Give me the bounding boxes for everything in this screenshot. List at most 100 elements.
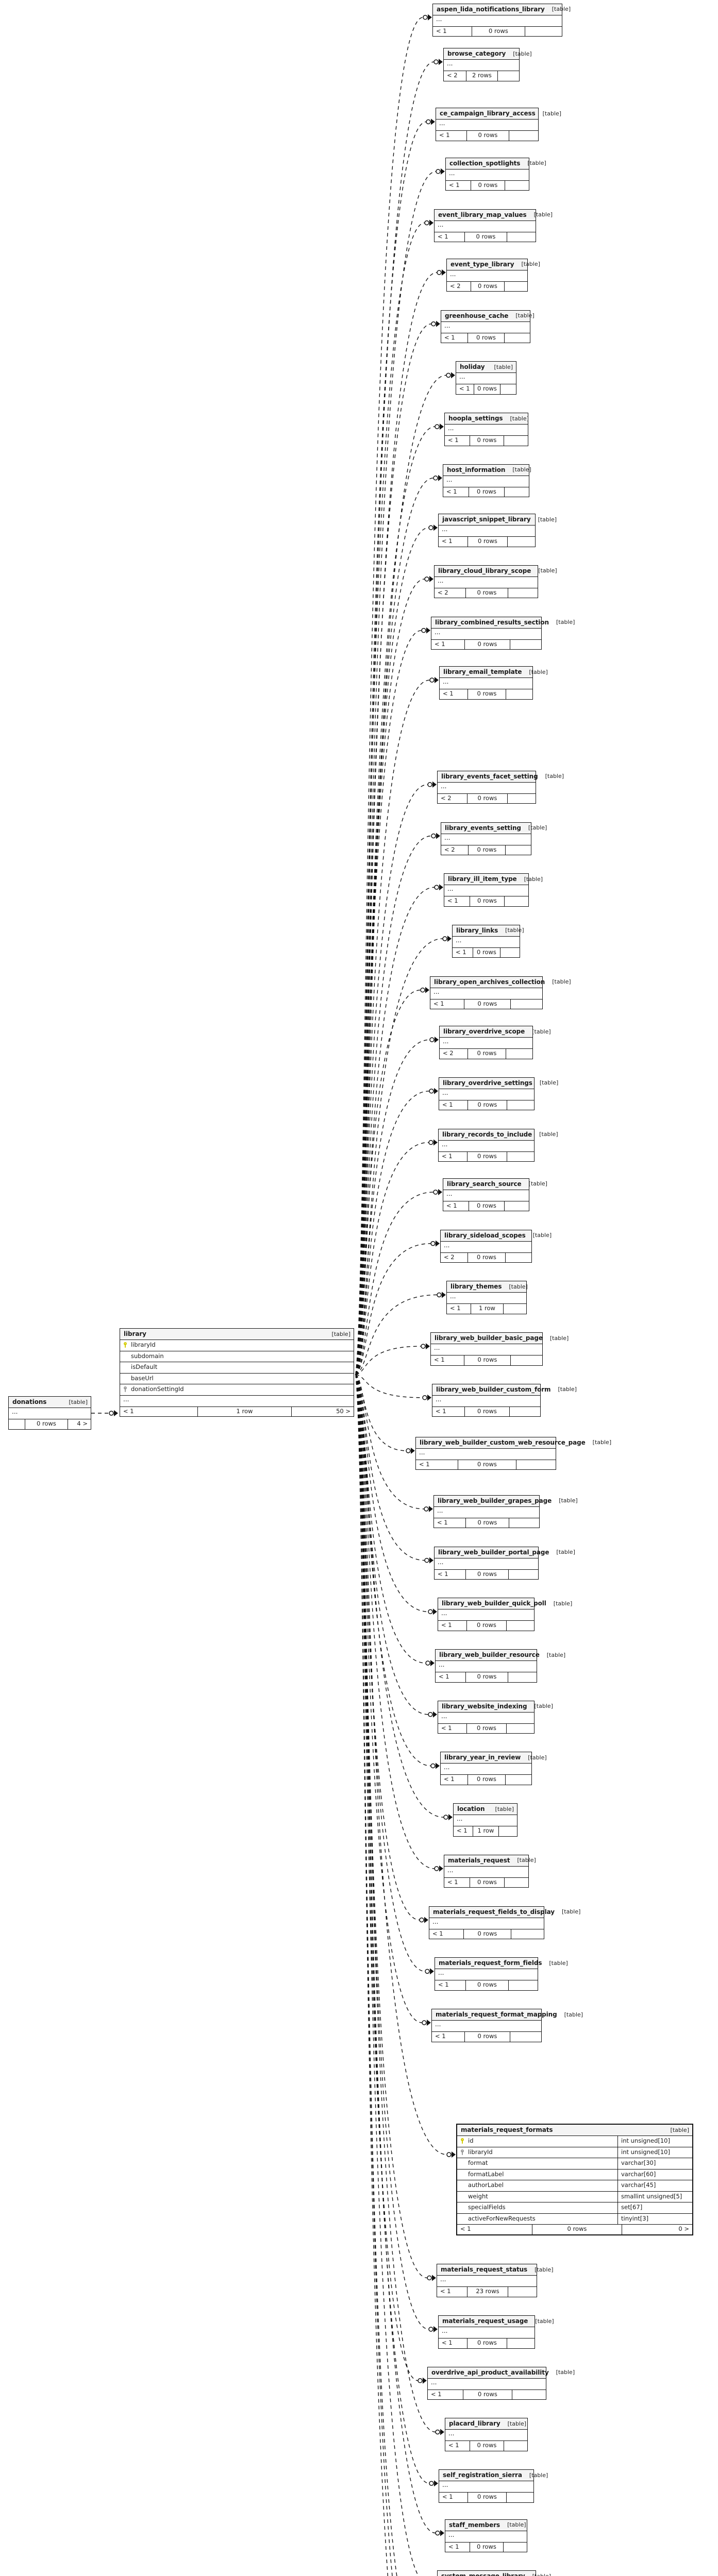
footer-parent-count[interactable]: < 2: [441, 845, 469, 855]
footer-child-count[interactable]: [511, 999, 542, 1009]
footer-parent-count[interactable]: < 1: [436, 131, 467, 141]
footer-child-count[interactable]: [504, 2543, 527, 2552]
footer-child-count[interactable]: [504, 1304, 526, 1314]
table-node-materials-request-fields-to-display[interactable]: materials_request_fields_to_display[tabl…: [429, 1906, 580, 1940]
footer-child-count[interactable]: [508, 537, 535, 547]
footer-parent-count[interactable]: < 1: [439, 2338, 467, 2348]
footer-parent-count[interactable]: < 1: [443, 1201, 469, 1211]
table-node-library-combined-results-section[interactable]: library_combined_results_section[table].…: [431, 616, 575, 650]
footer-parent-count[interactable]: < 1: [434, 1518, 466, 1528]
footer-child-count[interactable]: 0 >: [678, 2225, 689, 2232]
footer-child-count[interactable]: [511, 1355, 542, 1365]
table-node-library-web-builder-quick-poll[interactable]: library_web_builder_quick_poll[table]...…: [438, 1598, 572, 1631]
footer-child-count[interactable]: [505, 487, 529, 497]
footer-parent-count[interactable]: < 2: [438, 793, 467, 804]
table-node-aspen-lida-notifications-library[interactable]: aspen_lida_notifications_library[table].…: [432, 3, 571, 37]
footer-child-count[interactable]: [500, 948, 520, 958]
footer-child-count[interactable]: [509, 1518, 539, 1528]
table-node-library-open-archives-collection[interactable]: library_open_archives_collection[table].…: [430, 976, 571, 1010]
footer-parent-count[interactable]: < 1: [433, 26, 472, 37]
table-node-library-web-builder-custom-form[interactable]: library_web_builder_custom_form[table]..…: [432, 1383, 577, 1417]
footer-child-count[interactable]: [504, 2441, 527, 2451]
footer-child-count[interactable]: [505, 1878, 528, 1888]
footer-child-count[interactable]: [509, 1570, 538, 1580]
footer-parent-count[interactable]: < 1: [438, 1723, 467, 1734]
footer-parent-count[interactable]: < 1: [120, 1406, 198, 1416]
footer-parent-count[interactable]: < 1: [445, 2441, 470, 2451]
footer-child-count[interactable]: [525, 27, 562, 37]
footer-child-count[interactable]: [506, 1049, 532, 1059]
footer-parent-count[interactable]: < 1: [429, 1929, 464, 1939]
table-node-library-web-builder-custom-web-resource-page[interactable]: library_web_builder_custom_web_resource_…: [415, 1436, 611, 1470]
footer-parent-count[interactable]: < 2: [435, 588, 466, 598]
footer-parent-count[interactable]: < 1: [432, 2032, 465, 2042]
footer-child-count[interactable]: 50 >: [336, 1407, 350, 1415]
footer-parent-count[interactable]: < 1: [447, 1304, 471, 1314]
footer-parent-count[interactable]: < 1: [436, 1672, 466, 1682]
footer-parent-count[interactable]: < 1: [435, 1569, 466, 1580]
footer-parent-count[interactable]: < 1: [431, 639, 465, 650]
footer-parent-count[interactable]: < 1: [444, 896, 470, 906]
footer-child-count[interactable]: [507, 1152, 534, 1162]
table-node-library-web-builder-resource[interactable]: library_web_builder_resource[table]...< …: [435, 1649, 565, 1683]
footer-child-count[interactable]: [507, 2338, 535, 2348]
footer-parent-count[interactable]: < 1: [437, 2287, 467, 2297]
footer-child-count[interactable]: [516, 1460, 556, 1470]
table-node-overdrive-api-product-availability[interactable]: overdrive_api_product_availability[table…: [427, 2366, 575, 2400]
table-node-materials-request-format-mapping[interactable]: materials_request_format_mapping[table].…: [431, 2009, 583, 2042]
footer-parent-count[interactable]: < 1: [439, 2493, 468, 2502]
footer-child-count[interactable]: [507, 1100, 534, 1110]
footer-parent-count[interactable]: < 1: [430, 999, 464, 1009]
footer-parent-count[interactable]: < 1: [435, 1980, 466, 1990]
footer-parent-count[interactable]: < 2: [444, 71, 466, 81]
footer-parent-count[interactable]: < 1: [457, 2225, 532, 2234]
footer-child-count[interactable]: [512, 2390, 546, 2400]
footer-child-count[interactable]: [505, 1201, 529, 1211]
footer-child-count[interactable]: [507, 2493, 533, 2502]
footer-parent-count[interactable]: < 1: [416, 1460, 458, 1470]
footer-child-count[interactable]: [505, 333, 530, 343]
footer-parent-count[interactable]: < 1: [439, 1151, 467, 1162]
footer-parent-count[interactable]: < 1: [453, 947, 473, 958]
footer-parent-count[interactable]: < 1: [441, 1775, 468, 1785]
footer-parent-count[interactable]: < 2: [447, 281, 471, 292]
footer-child-count[interactable]: [511, 1929, 544, 1939]
footer-child-count[interactable]: [508, 794, 536, 804]
footer-parent-count[interactable]: < 1: [440, 689, 468, 699]
footer-parent-count[interactable]: < 1: [439, 537, 468, 547]
footer-child-count[interactable]: [505, 896, 528, 906]
footer-parent-count[interactable]: < 2: [441, 1252, 468, 1263]
footer-parent-count[interactable]: < 1: [446, 180, 471, 191]
footer-child-count[interactable]: [500, 384, 518, 394]
footer-child-count[interactable]: [509, 131, 538, 141]
footer-child-count[interactable]: [508, 1672, 537, 1682]
footer-child-count[interactable]: [505, 181, 529, 191]
footer-child-count[interactable]: [508, 588, 538, 598]
table-node-materials-request-form-fields[interactable]: materials_request_form_fields[table]...<…: [435, 1957, 568, 1991]
footer-parent-count[interactable]: < 1: [441, 333, 468, 343]
footer-child-count[interactable]: [506, 1253, 531, 1263]
footer-parent-count[interactable]: < 1: [445, 436, 470, 446]
footer-child-count[interactable]: [510, 1407, 540, 1417]
footer-parent-count[interactable]: < 1: [438, 1621, 467, 1631]
